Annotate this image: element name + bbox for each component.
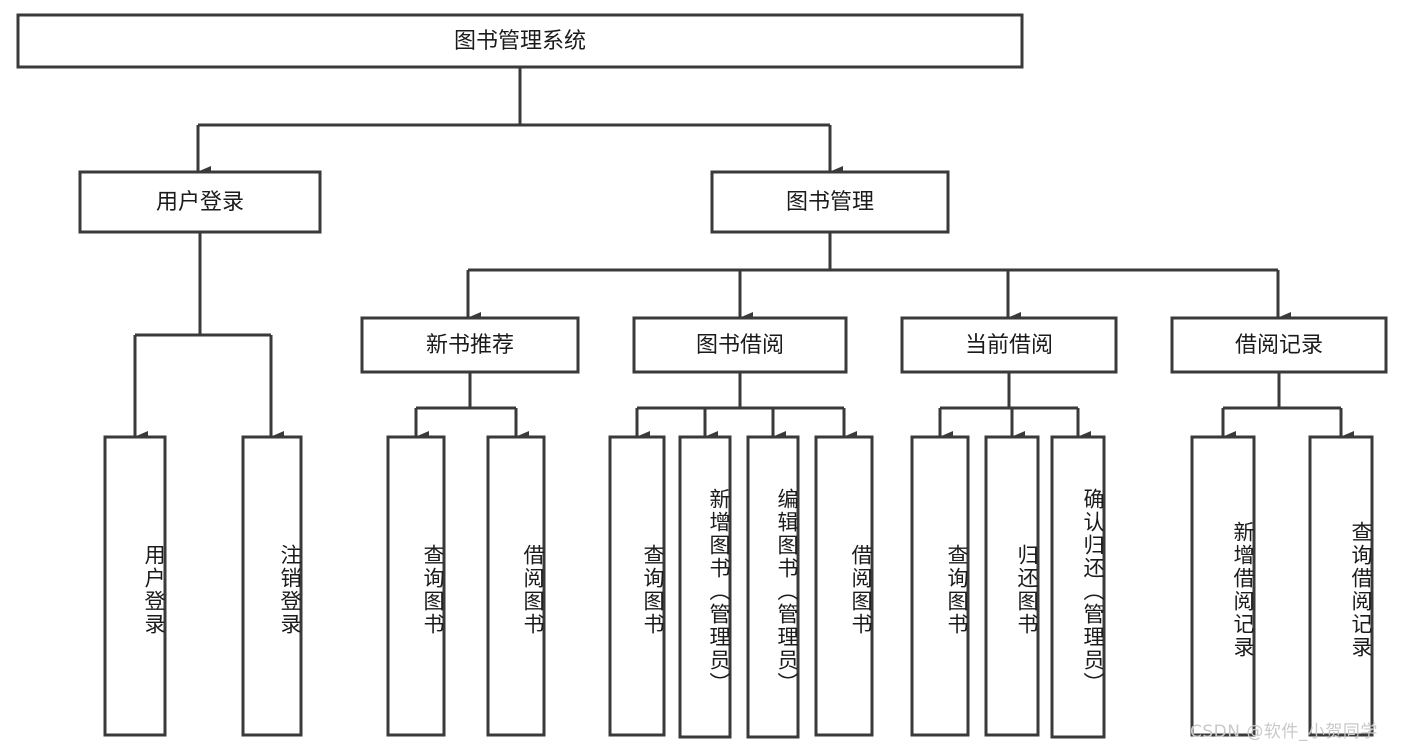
node-leaf-borrow-book-box[interactable] <box>814 435 874 737</box>
node-book-manage-box[interactable] <box>710 170 950 234</box>
node-current-borrow-box[interactable] <box>900 316 1118 374</box>
node-leaf-edit-book-admin-box[interactable] <box>746 435 800 739</box>
node-book-borrow-label: 图书借阅 <box>696 333 784 358</box>
node-leaf-user-logout-box[interactable] <box>241 435 303 737</box>
node-current-borrow-label: 当前借阅 <box>965 333 1053 358</box>
node-leaf-rec-query-book-box[interactable] <box>386 435 446 737</box>
node-borrow-record-box[interactable] <box>1170 316 1388 374</box>
node-user-login-box[interactable] <box>78 170 322 234</box>
connector-layer <box>133 67 1354 443</box>
node-user-login-label: 用户登录 <box>156 190 244 215</box>
node-leaf-return-book-box[interactable] <box>984 435 1040 737</box>
node-leaf-user-login-box[interactable] <box>103 435 167 737</box>
node-new-book-rec-box[interactable] <box>360 316 580 374</box>
node-new-book-rec-label: 新书推荐 <box>426 333 514 358</box>
node-root-box[interactable] <box>16 13 1024 69</box>
node-book-manage-label: 图书管理 <box>786 190 874 215</box>
csdn-watermark: CSDN @软件_小贺同学 <box>1190 722 1378 742</box>
node-leaf-confirm-return-admin-box[interactable] <box>1050 435 1106 739</box>
node-leaf-query-borrow-record-box[interactable] <box>1308 435 1374 737</box>
node-borrow-record-label: 借阅记录 <box>1235 333 1323 358</box>
node-root-label: 图书管理系统 <box>454 29 586 54</box>
node-leaf-borrow-query-book-box[interactable] <box>608 435 666 737</box>
node-leaf-add-borrow-record-box[interactable] <box>1190 435 1256 737</box>
node-leaf-rec-borrow-book-box[interactable] <box>486 435 546 737</box>
node-leaf-cur-query-book-box[interactable] <box>910 435 970 737</box>
node-book-borrow-box[interactable] <box>632 316 848 374</box>
node-leaf-add-book-admin-box[interactable] <box>678 435 732 739</box>
